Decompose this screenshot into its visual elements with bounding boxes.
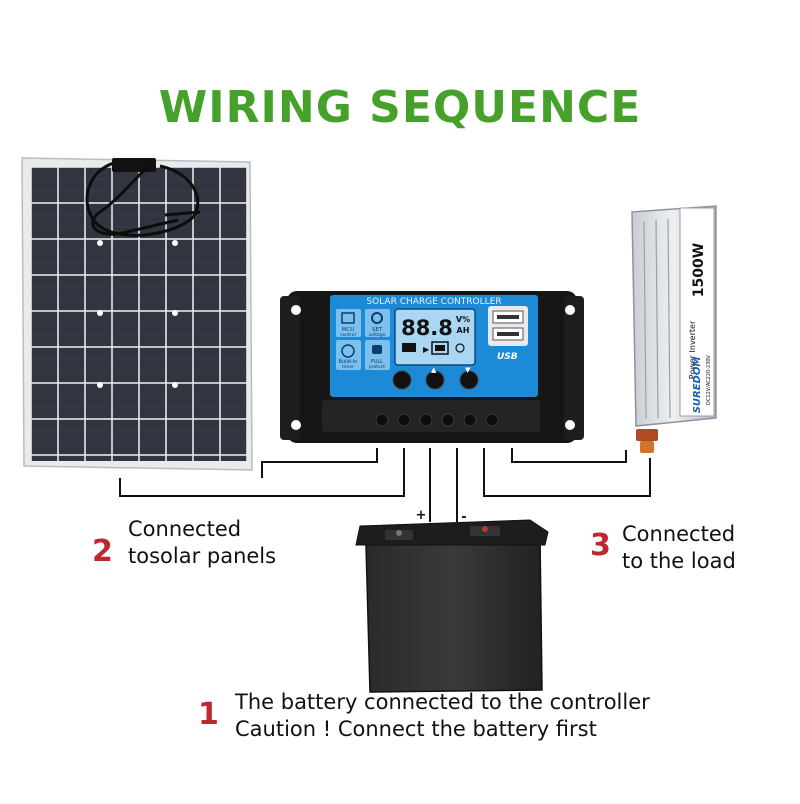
charge-controller: SOLAR CHARGE CONTROLLER MCU control SET …	[280, 291, 584, 443]
diagram-title: WIRING SEQUENCE	[158, 82, 642, 133]
battery: + -	[355, 508, 549, 693]
step-1-line-1: The battery connected to the controller	[235, 690, 650, 714]
svg-text:control: control	[340, 332, 356, 338]
inverter: 1500W Power Inverter SUREDOM DC12V/AC220…	[631, 205, 717, 453]
svg-text:protect: protect	[369, 364, 385, 370]
svg-text:voltage: voltage	[369, 332, 386, 338]
controller-header: SOLAR CHARGE CONTROLLER	[366, 297, 501, 307]
solar-panel	[21, 157, 253, 471]
svg-text:MCU: MCU	[342, 327, 355, 333]
step-3-number: 3	[590, 528, 611, 563]
svg-text:FULL: FULL	[371, 359, 383, 365]
battery-minus: -	[461, 510, 466, 525]
inverter-model: Power Inverter	[688, 320, 697, 379]
svg-text:▲: ▲	[431, 366, 437, 374]
battery-plus: +	[416, 508, 427, 523]
svg-text:SET: SET	[372, 327, 383, 333]
svg-text:AH: AH	[457, 326, 470, 335]
step-1-line-2: Caution ! Connect the battery first	[235, 717, 597, 741]
step-3-caption: Connected to the load	[622, 521, 736, 575]
inverter-spec: DC12V/AC220-230V	[706, 354, 712, 405]
controller-terminals	[322, 400, 540, 432]
svg-text:timer: timer	[342, 364, 354, 370]
panel-connector-dots	[97, 240, 178, 388]
step-2-line-1: Connected	[128, 517, 242, 541]
inverter-wattage: 1500W	[691, 243, 707, 297]
wires	[119, 448, 651, 522]
step-3-line-2: to the load	[622, 549, 736, 573]
svg-text:V%: V%	[456, 315, 470, 324]
step-3-line-1: Connected	[622, 522, 736, 546]
controller-lcd: 88.8 V% AH ▶	[394, 308, 476, 366]
step-2-caption: Connected tosolar panels	[128, 516, 276, 570]
controller-buttons: ▲ ▼	[392, 366, 479, 390]
usb-label: USB	[497, 352, 518, 362]
svg-text:Build-in: Build-in	[339, 359, 358, 365]
lcd-readout: 88.8	[401, 316, 453, 340]
svg-text:▼: ▼	[465, 366, 471, 374]
step-2-line-2: tosolar panels	[128, 544, 277, 568]
panel-cables	[85, 161, 201, 237]
inverter-brand: SUREDOM	[692, 357, 703, 414]
usb-ports: USB	[488, 306, 528, 362]
step-1-number: 1	[198, 697, 219, 732]
step-1-caption: The battery connected to the controller …	[235, 689, 650, 743]
svg-text:▶: ▶	[423, 345, 430, 354]
step-2-number: 2	[92, 534, 113, 569]
controller-mode-buttons: MCU control SET voltage Build-in timer F…	[336, 309, 390, 370]
